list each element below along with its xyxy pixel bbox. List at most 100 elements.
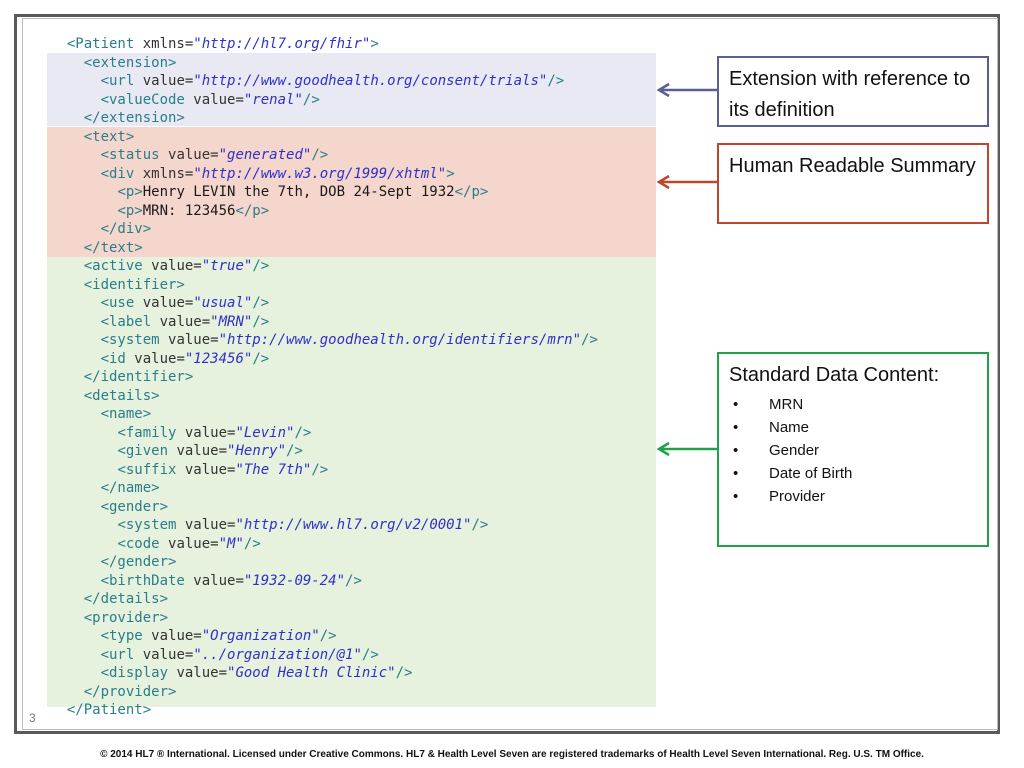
code-token: <status — [100, 147, 169, 163]
code-token: /> — [302, 91, 320, 108]
code-line: <family value="Levin"/> — [50, 424, 690, 443]
code-token: /> — [252, 258, 270, 274]
text-highlight — [47, 127, 656, 257]
code-token: </gender> — [100, 554, 177, 570]
code-token — [50, 573, 101, 589]
code-line: <display value="Good Health Clinic"/> — [50, 664, 690, 683]
code-token: > — [446, 165, 455, 182]
code-token — [50, 314, 101, 330]
slide-number: 3 — [29, 711, 36, 725]
code-token: </p> — [454, 184, 489, 200]
bullet-icon: • — [733, 419, 739, 436]
code-token: > — [370, 36, 379, 52]
bullet-icon: • — [733, 465, 739, 482]
code-token: <system — [100, 332, 169, 348]
code-token: "MRN" — [210, 313, 253, 330]
code-token — [50, 517, 117, 533]
code-token: <extension> — [83, 54, 177, 71]
code-token — [50, 258, 84, 274]
code-token: <url — [100, 646, 143, 663]
code-line: </gender> — [50, 553, 690, 572]
arrow-left-icon — [656, 174, 717, 190]
code-token — [50, 425, 117, 441]
list-item: •Provider — [729, 485, 977, 508]
code-token: </name> — [100, 480, 160, 496]
code-token: </provider> — [83, 683, 177, 700]
code-token: <family — [117, 424, 185, 441]
code-token: /> — [395, 665, 413, 681]
code-token: /> — [319, 628, 337, 644]
code-token — [50, 55, 84, 71]
code-token: /> — [252, 295, 270, 311]
code-token: <id — [100, 350, 135, 367]
code-token: /> — [243, 535, 261, 552]
code-token: <given — [117, 443, 177, 459]
extension-callout: Extension with reference to its definiti… — [717, 56, 989, 127]
code-line: <code value="M"/> — [50, 535, 690, 554]
code-token: <active — [83, 258, 152, 274]
human-readable-callout-text: Human Readable Summary — [729, 155, 976, 177]
code-token: MRN: 123456 — [142, 202, 236, 219]
code-token: xmlns= — [142, 165, 194, 182]
code-token: "true" — [201, 258, 253, 274]
code-token — [50, 295, 101, 311]
code-token: /> — [345, 572, 362, 589]
code-token — [50, 369, 84, 385]
code-token — [50, 647, 101, 663]
code-line: <provider> — [50, 609, 690, 628]
code-line: </identifier> — [50, 368, 690, 387]
code-token — [50, 332, 101, 348]
code-line: <valueCode value="renal"/> — [50, 91, 690, 110]
code-token — [50, 591, 84, 607]
code-token: </p> — [235, 202, 270, 219]
code-token: value= — [168, 535, 219, 552]
code-token: value= — [184, 517, 236, 533]
code-line: <extension> — [50, 54, 690, 73]
code-token: </div> — [100, 221, 152, 237]
code-token: /> — [294, 424, 312, 441]
code-token: <label — [100, 313, 160, 330]
code-token: value= — [168, 332, 219, 348]
code-token: value= — [193, 91, 244, 108]
code-line: <active value="true"/> — [50, 257, 690, 276]
code-line: <id value="123456"/> — [50, 350, 690, 369]
code-token: "123456" — [184, 350, 253, 367]
code-line: </text> — [50, 239, 690, 258]
bullet-icon: • — [733, 488, 739, 505]
code-token: <Patient — [66, 36, 143, 52]
code-token: xmlns= — [142, 36, 194, 52]
code-line: </div> — [50, 220, 690, 239]
xml-code-block: <Patient xmlns="http://hl7.org/fhir"> <e… — [50, 35, 690, 720]
code-token: value= — [142, 295, 194, 311]
code-token: value= — [151, 258, 202, 274]
code-token: <type — [100, 628, 152, 644]
code-line: <given value="Henry"/> — [50, 442, 690, 461]
code-line: <gender> — [50, 498, 690, 517]
standard-data-callout-title: Standard Data Content: — [729, 364, 940, 386]
standard-content-highlight — [47, 257, 656, 707]
code-token: <display — [100, 665, 177, 681]
standard-data-callout: Standard Data Content: •MRN •Name •Gende… — [717, 352, 989, 547]
code-line: <Patient xmlns="http://hl7.org/fhir"> — [50, 35, 690, 54]
code-token — [50, 702, 67, 718]
code-token: /> — [361, 646, 379, 663]
code-token: "http://www.goodhealth.org/identifiers/m… — [218, 332, 582, 348]
code-token — [50, 36, 67, 52]
code-token — [50, 462, 117, 478]
arrow-left-icon — [656, 441, 717, 457]
code-token — [50, 221, 101, 237]
code-token: value= — [184, 461, 236, 478]
code-line: <system value="http://www.hl7.org/v2/000… — [50, 516, 690, 535]
code-line: </details> — [50, 590, 690, 609]
code-line: </provider> — [50, 683, 690, 702]
arrow-left-icon — [656, 82, 717, 98]
code-token: value= — [176, 443, 228, 459]
code-token — [50, 406, 101, 422]
code-token — [50, 147, 101, 163]
code-token — [50, 665, 101, 681]
extension-highlight — [47, 53, 656, 126]
code-token — [50, 92, 101, 108]
code-line: <p>MRN: 123456</p> — [50, 202, 690, 221]
code-line: <birthDate value="1932-09-24"/> — [50, 572, 690, 591]
code-token: /> — [581, 332, 598, 348]
